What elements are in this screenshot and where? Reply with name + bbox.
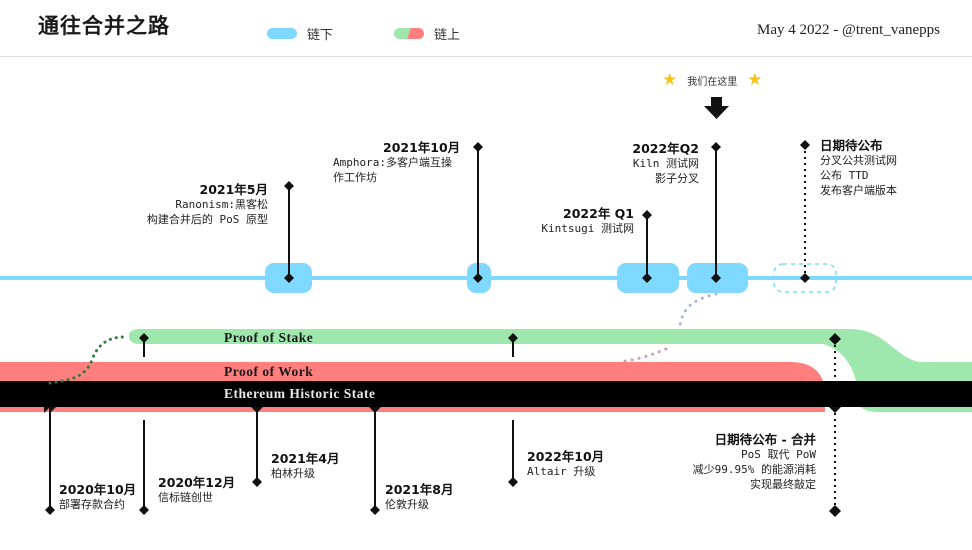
onchain-swatch-icon xyxy=(394,28,424,39)
offchain-event: 2021年5月 Ranonism:黑客松 构建合并后的 PoS 原型 xyxy=(147,182,268,227)
event-date: 2021年5月 xyxy=(199,182,269,197)
star-icon: ★ xyxy=(747,70,763,90)
pos-band-label: Proof of Stake xyxy=(224,330,314,345)
arrow-down-icon xyxy=(704,97,729,119)
event-date: 2022年 Q1 xyxy=(563,206,634,221)
offchain-event: 2022年 Q1 Kintsugi 测试网 xyxy=(541,206,634,236)
event-date: 2021年8月 xyxy=(385,482,454,497)
event-desc: 伦敦升级 xyxy=(385,498,429,511)
offchain-event: 日期待公布 分叉公共测试网 公布 TTD 发布客户端版本 xyxy=(820,138,897,198)
event-date: 2020年10月 xyxy=(59,482,137,497)
pow-band-label: Proof of Work xyxy=(224,364,314,379)
event-desc: 发布客户端版本 xyxy=(820,184,897,197)
onchain-event: 2021年8月 伦敦升级 xyxy=(385,482,454,512)
event-date: 2020年12月 xyxy=(158,475,236,490)
we-are-here-marker: ★ 我们在这里 ★ xyxy=(662,70,763,90)
offchain-swatch-icon xyxy=(267,28,297,39)
onchain-event: 2020年10月 部署存款合约 xyxy=(59,482,136,512)
offchain-event: 2022年Q2 Kiln 测试网 影子分叉 xyxy=(632,141,699,186)
event-date: 日期待公布 - 合并 xyxy=(714,432,816,447)
offchain-stems xyxy=(288,145,806,278)
onchain-diamonds xyxy=(44,407,841,517)
offchain-block-pending xyxy=(773,263,837,293)
onchain-stems xyxy=(49,407,836,510)
event-date: 2021年10月 xyxy=(383,140,461,155)
pos-band xyxy=(129,329,972,381)
onchain-event: 日期待公布 - 合并 PoS 取代 PoW 减少99.95% 的能源消耗 实现最… xyxy=(693,432,816,492)
event-desc: 实现最终敲定 xyxy=(750,478,816,491)
onchain-event: 2020年12月 信标链创世 xyxy=(158,475,235,505)
legend-onchain-label: 链上 xyxy=(434,28,461,43)
event-date: 2021年4月 xyxy=(271,451,340,466)
event-date: 日期待公布 xyxy=(820,138,883,153)
header-divider xyxy=(0,56,972,57)
event-desc: Altair 升级 xyxy=(527,465,596,478)
event-desc: 部署存款合约 xyxy=(59,498,125,511)
event-desc: 构建合并后的 PoS 原型 xyxy=(146,213,268,226)
byline: May 4 2022 - @trent_vanepps xyxy=(757,22,940,38)
history-band-label: Ethereum Historic State xyxy=(224,386,376,401)
legend-onchain: 链上 xyxy=(394,24,460,43)
event-desc: Kintsugi 测试网 xyxy=(541,222,634,235)
legend-offchain-label: 链下 xyxy=(307,28,334,43)
event-desc: Kiln 测试网 xyxy=(632,157,699,170)
onchain-event: 2021年4月 柏林升级 xyxy=(271,451,340,481)
event-desc: 减少99.95% 的能源消耗 xyxy=(692,463,816,476)
event-desc: 柏林升级 xyxy=(271,467,315,480)
offchain-event: 2021年10月 Amphora:多客户端互操 作工作坊 xyxy=(333,140,460,185)
legend-offchain: 链下 xyxy=(267,24,333,43)
star-icon: ★ xyxy=(662,70,678,90)
event-desc: 影子分叉 xyxy=(655,172,699,185)
kiln-transition-dots xyxy=(678,292,718,327)
shadowfork-transition-dots xyxy=(623,346,670,363)
pos-markers xyxy=(139,333,841,380)
event-date: 2022年Q2 xyxy=(632,141,699,156)
history-band xyxy=(0,381,972,407)
onchain-event: 2022年10月 Altair 升级 xyxy=(527,449,604,479)
event-desc: Amphora:多客户端互操 xyxy=(333,156,452,169)
event-desc: 作工作坊 xyxy=(333,171,377,184)
event-desc: PoS 取代 PoW xyxy=(741,448,816,461)
offchain-diamonds xyxy=(284,140,810,283)
event-date: 2022年10月 xyxy=(527,449,605,464)
event-desc: 分叉公共测试网 xyxy=(820,154,897,167)
event-desc: 信标链创世 xyxy=(158,491,213,504)
page-title: 通往合并之路 xyxy=(38,14,170,38)
event-desc: Ranonism:黑客松 xyxy=(175,198,268,211)
event-desc: 公布 TTD xyxy=(820,169,869,182)
we-are-here-label: 我们在这里 xyxy=(687,76,738,88)
